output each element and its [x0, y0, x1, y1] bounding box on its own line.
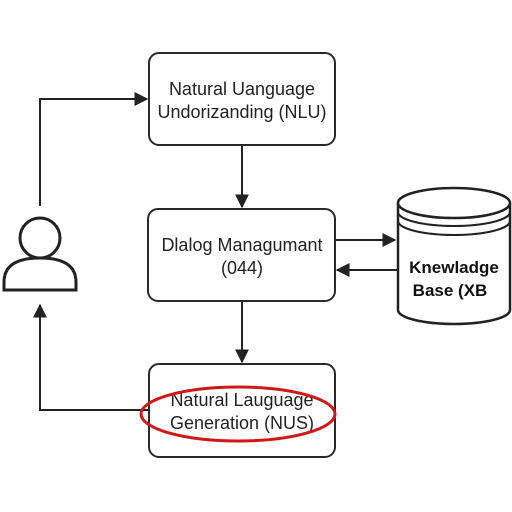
- kb-label-line1: Knewladge: [409, 258, 499, 277]
- nlg-label-line2: Generation (NUS): [170, 413, 314, 433]
- kb-label-line2: Base (XB: [413, 281, 488, 300]
- user-icon: [2, 216, 78, 292]
- nlu-label-line2: Undorizanding (NLU): [157, 102, 326, 122]
- nlu-node: Natural Uanguage Undorizanding (NLU): [148, 52, 336, 146]
- arrow-nlg-to-user: [33, 303, 149, 411]
- dm-label-line2: (044): [221, 258, 263, 278]
- dialog-management-node: Dlalog Managumant (044): [147, 208, 336, 302]
- dm-label-line1: Dlalog Managumant: [161, 235, 322, 255]
- database-icon: Knewladge Base (XB: [396, 186, 512, 326]
- nlu-label-line1: Natural Uanguage: [169, 79, 315, 99]
- arrow-user-to-nlu: [39, 92, 149, 206]
- nlg-node: Natural Lauguage Generation (NUS): [148, 363, 336, 458]
- nlg-label-line1: Natural Lauguage: [170, 390, 313, 410]
- highlight-ellipse: [139, 385, 337, 443]
